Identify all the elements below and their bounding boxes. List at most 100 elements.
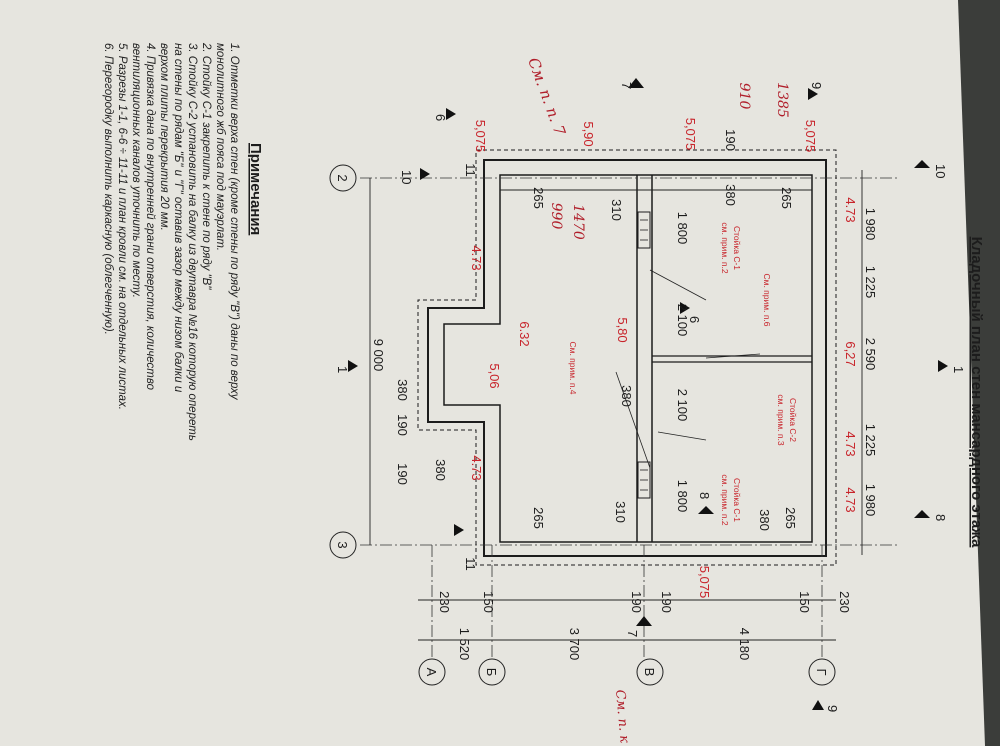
section-marks [348,78,948,710]
section-arrow-6-top [446,108,456,120]
section-mark-8-inner: 8 [697,492,712,499]
dim-bsmall-6: 230 [837,591,852,613]
post-c1-top-note: см. прим. п.2 [720,222,730,273]
section-arrow-10-left [420,168,430,180]
section-arrow-6-inner [680,302,690,314]
section-mark-1-left: 1 [335,366,350,373]
note-line-5: на стены по рядам "Б" и "Г" оставив зазо… [172,43,184,393]
elev-13: 5,80 [615,317,630,342]
elev-7: 6,27 [843,341,858,366]
axis-bubble-v [636,658,664,686]
handwritten-bottom-note: См. п. к [612,689,632,744]
elev-4: 5,075 [803,120,818,153]
hand-dim-910: 910 [736,83,752,110]
notes-heading: Примечания [247,143,264,235]
dim-inner-4: 1 800 [675,480,690,513]
leader-lines [615,269,761,469]
dim-bsmall-5: 150 [797,591,812,613]
post-c1-bottom: Стойка С-1 [732,478,742,522]
elev-8: 4.73 [843,487,858,512]
post-c2: Стойка С-2 [788,398,798,442]
section-arrow-10-right [914,160,930,168]
section-arrow-7-top [628,78,644,88]
hand-dim-1385: 1385 [774,82,790,118]
axis-lines [360,177,900,660]
axis-bubble-b [478,658,506,686]
post-c1-top: Стойка С-1 [732,226,742,270]
notes-block: Примечания 1. Отметки верха стен (кроме … [102,42,264,441]
note-line-3: 2. Стойку С-1 закрепить к стене по ряду … [200,42,212,290]
dim-left-2: 1 225 [863,266,878,299]
dim-wing-4: 380 [433,459,448,481]
outer-wall [427,159,827,557]
elev-11: 4.73 [469,455,484,480]
elev-3: 5,075 [683,118,698,151]
elev-9: 6.32 [517,321,532,346]
note-line-1: 1. Отметки верха стен (кроме стены по ря… [228,43,240,401]
dim-wing-1: 380 [395,379,410,401]
section-arrow-9-top [808,88,818,100]
elev-1: 5,075 [473,120,488,153]
elev-12: 4.73 [843,431,858,456]
section-mark-9-bottom: 9 [825,705,840,712]
dim-top-7: 310 [613,501,628,523]
vent-shaft-top [637,211,651,249]
section-mark-7-top: 7 [619,82,634,89]
dim-top-3: 265 [531,187,546,209]
note-line-6: верхом плиты перекрытия 20 мм. [158,43,170,231]
axis-bubble-3 [329,531,357,559]
dim-left-5: 1 980 [863,484,878,517]
sheet-title: Кладочный план стен мансардного этажа [968,237,985,548]
section-arrow-7-bottom [636,616,652,626]
note-ref-6: См. прим. п.6 [762,273,772,326]
outer-wall-inner-face [443,174,813,543]
section-arrow-1-left [348,360,358,372]
post-c2-note: см. прим. п.3 [776,394,786,445]
section-mark-10-left: 10 [399,170,414,184]
elev-14: 5,075 [697,566,712,599]
axis-label-a: А [424,668,439,677]
axis-label-2: 2 [335,174,350,181]
section-mark-6-inner: 6 [687,316,702,323]
hand-dim-1470: 1470 [570,204,586,240]
dimension-lines [369,170,863,641]
dim-bsmall-1: 230 [437,591,452,613]
dim-bottom-3: 4 180 [737,628,752,661]
elev-2: 5,90 [581,121,596,146]
dim-wing-2: 190 [395,414,410,436]
dim-inner-3: 2 100 [675,389,690,422]
note-ref-4: См. прим. п.4 [568,341,578,394]
axis-bubble-a [418,658,446,686]
dim-left-4: 1 225 [863,424,878,457]
axis-bubble-g [808,658,836,686]
vent-shaft-bottom [637,461,651,499]
axis-label-3: 3 [335,541,350,548]
section-arrow-9-bottom [812,700,824,710]
elev-6: 4.73 [469,245,484,270]
section-mark-10-right: 10 [933,164,948,178]
axis-bubble-2 [329,164,357,192]
dim-bsmall-3: 190 [629,591,644,613]
note-line-9: 5. Разрезы 1-1, 6-6 ÷ 11-11 и план кровл… [116,43,128,410]
dim-top-8: 265 [531,507,546,529]
dim-inner-1: 1 800 [675,212,690,245]
section-mark-6-top: 6 [433,114,448,121]
hand-dim-990: 990 [548,203,564,230]
elev-10: 5,06 [487,363,502,388]
section-arrow-8-inner [698,506,714,514]
dim-overall: 9 000 [371,339,386,372]
section-mark-9-top: 9 [809,82,824,89]
vent-shaft-hatch [640,219,648,491]
dim-top-5: 380 [619,385,634,407]
post-c1-bottom-note: см. прим. п.2 [720,474,730,525]
dim-left-3: 2 590 [863,338,878,371]
dim-top-4: 265 [779,187,794,209]
dim-top-1: 190 [723,129,738,151]
section-mark-1-right: 1 [951,366,966,373]
dim-bsmall-4: 190 [659,591,674,613]
elev-5: 4.73 [843,197,858,222]
elevation-marks: 5,075 5,90 5,075 5,075 4.73 4.73 6,27 4.… [469,118,858,599]
section-arrow-8-right [914,510,930,518]
note-line-10: 6. Перегородку выполнить каркасную (обле… [102,43,114,335]
corner-mark-bottom: 11 [463,557,478,571]
